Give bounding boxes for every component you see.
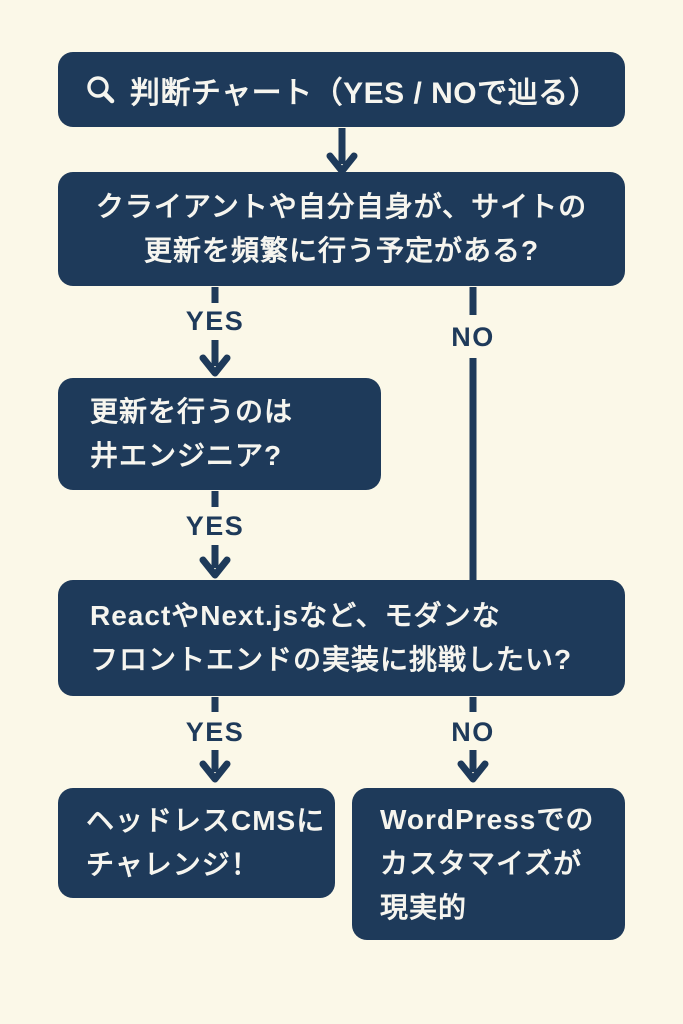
title-node: 判断チャート（YES / NOで辿る） bbox=[58, 52, 625, 127]
node-text-line: 井エンジニア? bbox=[90, 440, 283, 471]
connector-q2-yes bbox=[199, 491, 231, 579]
connector-title-to-q1 bbox=[326, 128, 358, 175]
node-result-wordpress: WordPressでの カスタマイズが 現実的 bbox=[352, 788, 625, 940]
node-text-line: 更新を行うのは bbox=[90, 396, 294, 427]
node-text-line: クライアントや自分自身が、サイトの bbox=[95, 191, 588, 222]
node-text-line: フロントエンドの実装に挑戦したい? bbox=[90, 644, 573, 675]
node-text-line: ReactやNext.jsなど、モダンな bbox=[90, 600, 501, 631]
node-text-line: WordPressでの bbox=[380, 804, 595, 835]
node-text-line: 更新を頻繁に行う予定がある? bbox=[143, 235, 540, 266]
node-result-headless-cms: ヘッドレスCMSに チャレンジ！ bbox=[58, 788, 335, 898]
title-label: 判断チャート（YES / NOで辿る） bbox=[129, 76, 600, 110]
node-question-non-engineer: 更新を行うのは 井エンジニア? bbox=[58, 378, 381, 490]
connector-q1-yes bbox=[199, 287, 231, 377]
node-question-update-frequency: クライアントや自分自身が、サイトの 更新を頻繁に行う予定がある? bbox=[58, 172, 625, 286]
branch-label-q3-yes: YES bbox=[185, 717, 245, 747]
branch-label-q2-yes: YES bbox=[185, 511, 245, 541]
branch-label-q3-no: NO bbox=[451, 717, 495, 747]
node-text-line: カスタマイズが bbox=[380, 848, 583, 879]
node-text-line: チャレンジ！ bbox=[86, 849, 260, 880]
branch-label-q1-yes: YES bbox=[185, 306, 245, 336]
branch-label-q1-no: NO bbox=[451, 322, 495, 352]
node-text-line: 現実的 bbox=[380, 892, 468, 923]
connector-q3-yes bbox=[199, 697, 231, 783]
node-question-modern-frontend: ReactやNext.jsなど、モダンな フロントエンドの実装に挑戦したい? bbox=[58, 580, 625, 696]
search-icon bbox=[84, 73, 118, 107]
connector-q3-no bbox=[457, 697, 489, 783]
node-text-line: ヘッドレスCMSに bbox=[86, 805, 326, 836]
